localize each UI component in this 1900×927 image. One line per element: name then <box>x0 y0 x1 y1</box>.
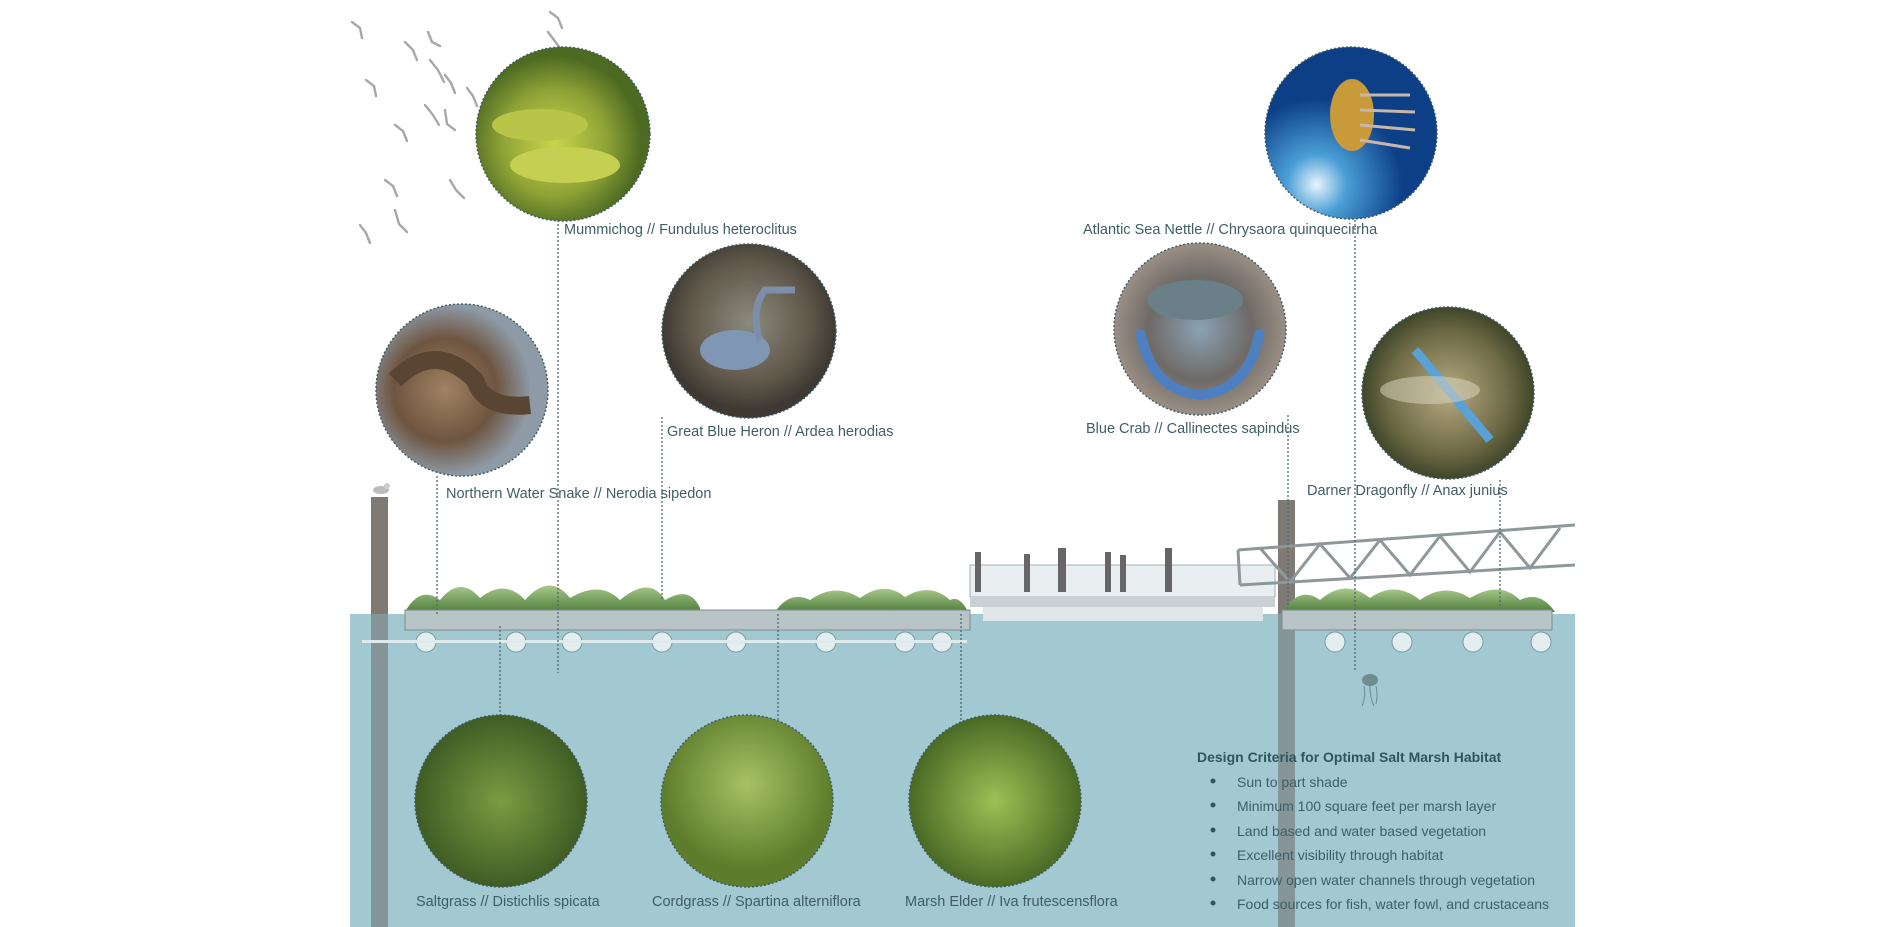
criteria-item: Sun to part shade <box>1237 774 1348 790</box>
label-heron: Great Blue Heron // Ardea herodias <box>667 424 894 440</box>
label-mummichog: Mummichog // Fundulus heteroclitus <box>564 222 797 238</box>
label-sea-nettle: Atlantic Sea Nettle // Chrysaora quinque… <box>1083 222 1378 238</box>
label-marsh-elder: Marsh Elder // Iva frutescensflora <box>905 894 1119 910</box>
water-snake-photo <box>375 303 549 477</box>
label-saltgrass: Saltgrass // Distichlis spicata <box>416 894 601 910</box>
viewing-dock <box>969 548 1276 621</box>
bird-flock-icon <box>350 10 564 245</box>
jellyfish-icon <box>1361 674 1378 707</box>
saltgrass-photo <box>414 714 588 888</box>
darner-dragonfly-photo <box>1361 306 1535 480</box>
label-dragonfly: Darner Dragonfly // Anax junius <box>1307 483 1508 499</box>
label-blue-crab: Blue Crab // Callinectes sapindus <box>1086 421 1300 437</box>
criteria-item: Land based and water based vegetation <box>1237 823 1486 839</box>
marsh-elder-photo <box>908 714 1082 888</box>
great-blue-heron-photo <box>661 243 837 419</box>
floating-marsh-left <box>362 585 971 653</box>
label-water-snake: Northern Water Snake // Nerodia sipedon <box>446 486 711 502</box>
criteria-item: Excellent visibility through habitat <box>1237 847 1443 863</box>
cordgrass-photo <box>660 714 834 888</box>
floating-marsh-right <box>1281 588 1555 653</box>
criteria-item: Minimum 100 square feet per marsh layer <box>1237 798 1496 814</box>
criteria-item: Food sources for fish, water fowl, and c… <box>1237 896 1549 912</box>
design-criteria-list: Design Criteria for Optimal Salt Marsh H… <box>1197 749 1549 912</box>
label-cordgrass: Cordgrass // Spartina alterniflora <box>652 894 862 910</box>
access-bridge-truss <box>1236 523 1576 587</box>
criteria-item: Narrow open water channels through veget… <box>1237 872 1535 888</box>
blue-crab-photo <box>1113 242 1287 416</box>
gull-icon <box>373 483 390 494</box>
atlantic-sea-nettle-photo <box>1264 46 1438 220</box>
criteria-title: Design Criteria for Optimal Salt Marsh H… <box>1197 749 1502 765</box>
leader-lines <box>436 184 1501 722</box>
mummichog-photo <box>475 46 651 222</box>
